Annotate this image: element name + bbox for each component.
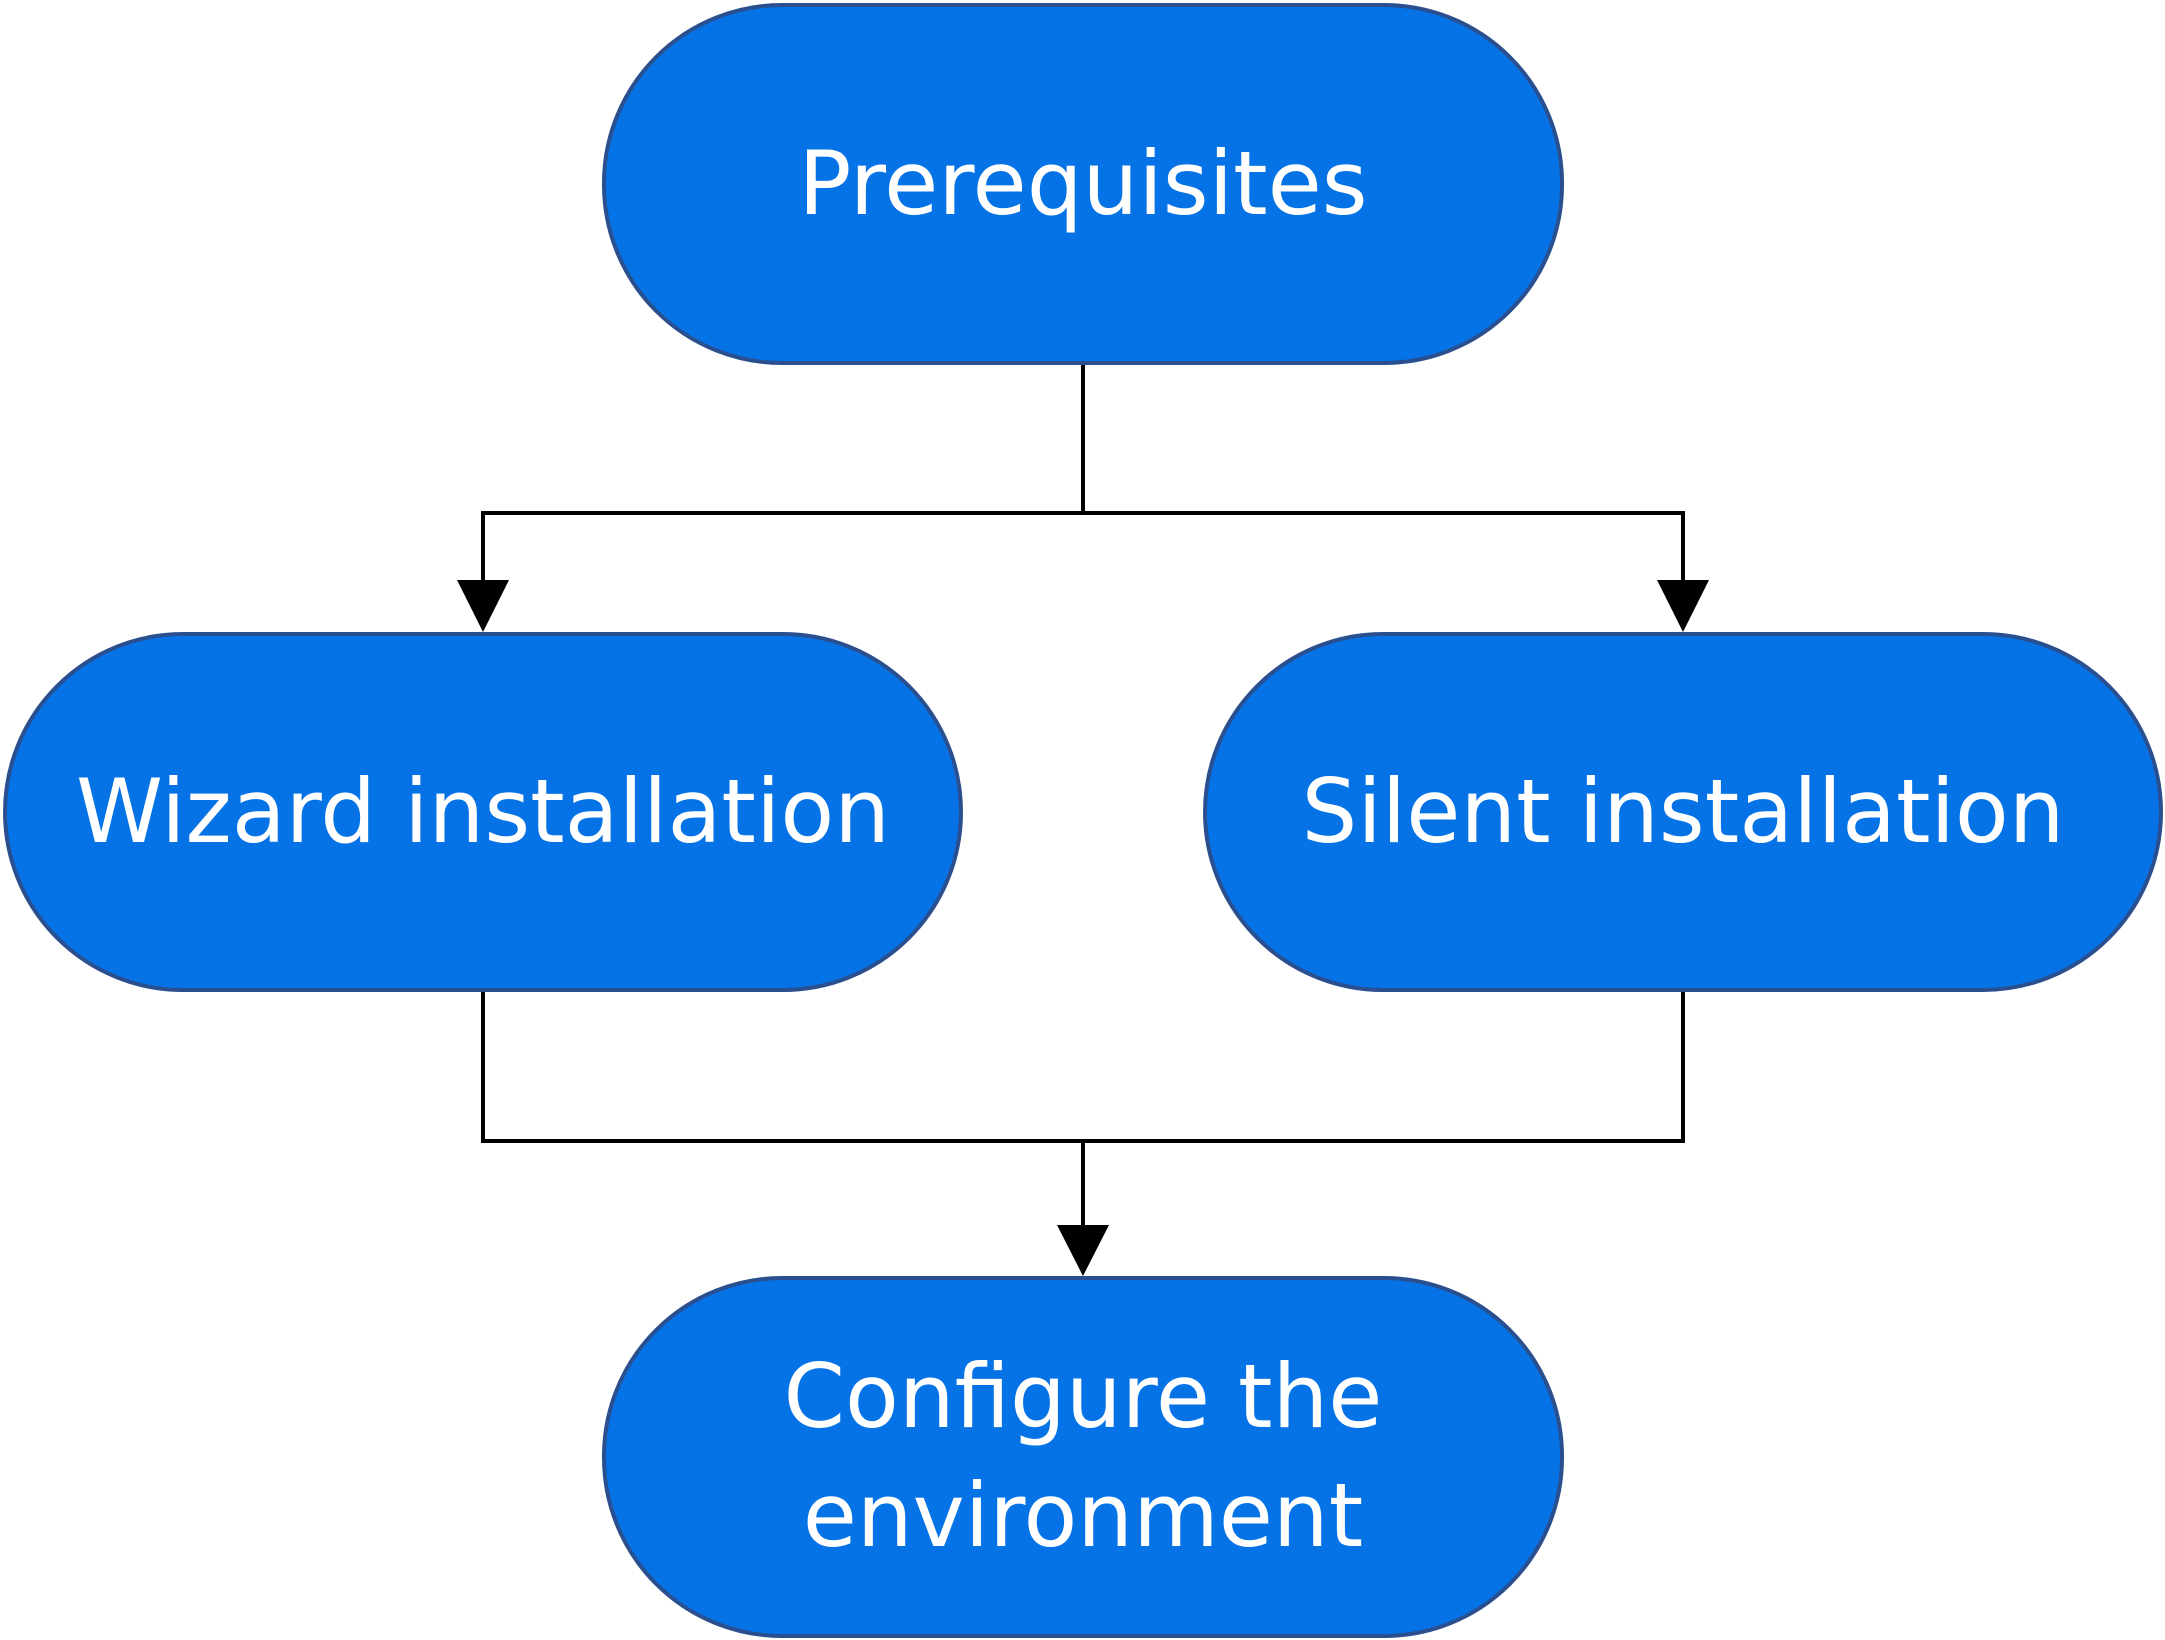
silent-installation-node: Silent installation: [1203, 632, 2163, 992]
prerequisites-label: Prerequisites: [798, 131, 1368, 235]
arrowhead-to-configure: [1057, 1225, 1109, 1276]
wizard-installation-node: Wizard installation: [3, 632, 963, 992]
silent-installation-label: Silent installation: [1301, 759, 2065, 863]
configure-environment-node: Configure the environment: [602, 1276, 1564, 1638]
configure-environment-label: Configure the environment: [783, 1345, 1383, 1567]
wizard-installation-label: Wizard installation: [76, 759, 890, 863]
prerequisites-node: Prerequisites: [602, 3, 1564, 365]
arrowhead-to-wizard: [457, 580, 509, 632]
arrowhead-to-silent: [1657, 580, 1709, 632]
